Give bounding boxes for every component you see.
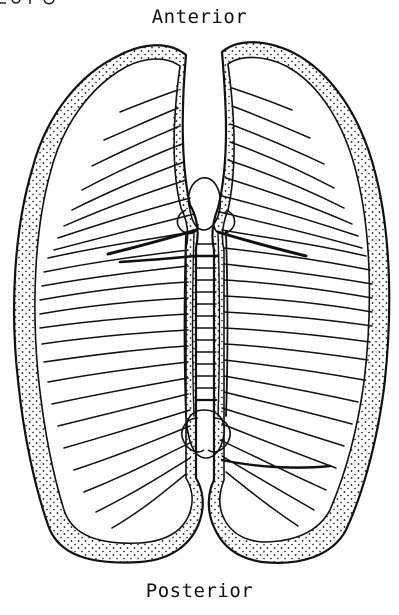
scan-edge-marks (0, 0, 54, 4)
right-half (208, 42, 389, 563)
left-half (14, 45, 204, 562)
anterior-lobe (189, 178, 221, 230)
left-striations (40, 90, 196, 528)
posterior-label: Posterior (0, 580, 399, 602)
column-line-right-outer (226, 232, 228, 416)
